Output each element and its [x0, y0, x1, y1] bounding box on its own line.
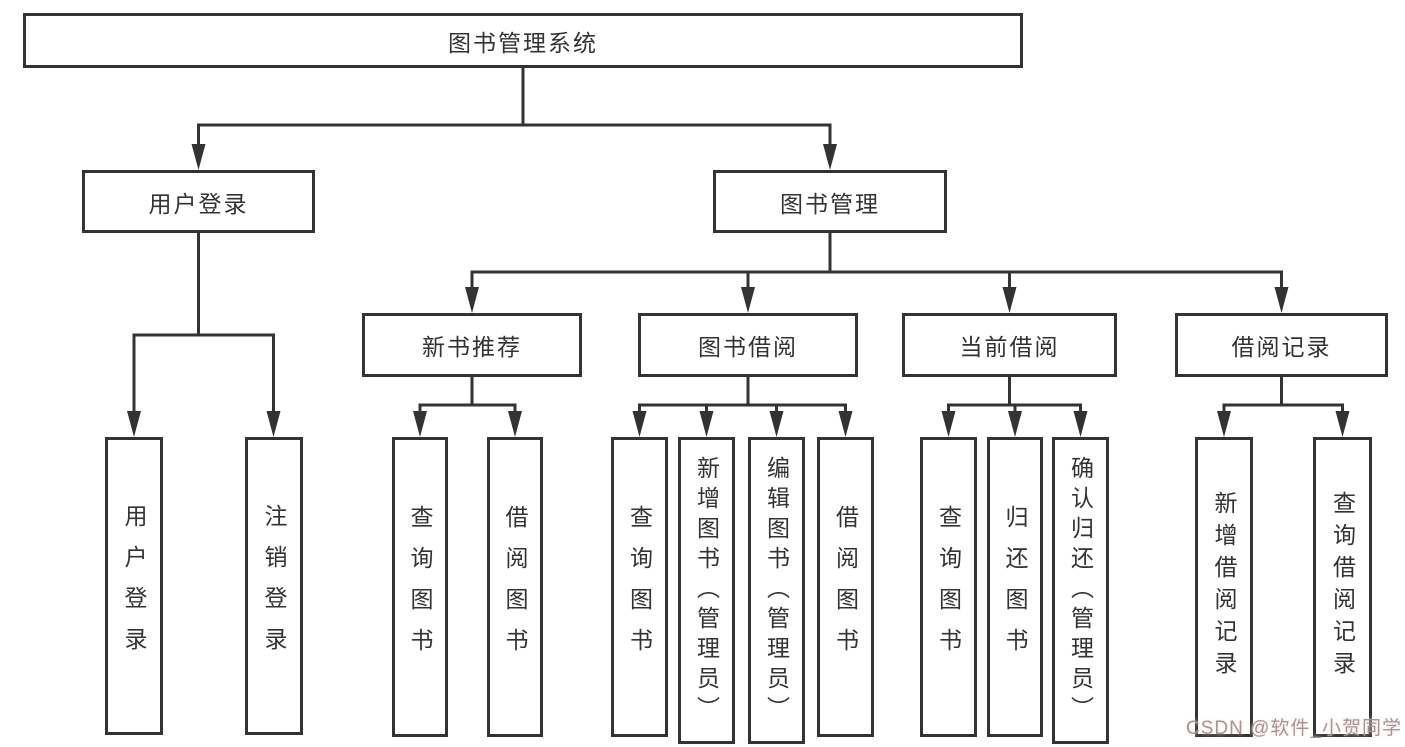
- leaf-label: 用户登录: [121, 504, 147, 668]
- node-book-management: 图书管理: [713, 170, 947, 233]
- leaf-add-borrow-record: 新增借阅记录: [1195, 437, 1253, 737]
- node-library-management-system: 图书管理系统: [23, 13, 1023, 68]
- leaf-label: 借阅图书: [502, 505, 528, 669]
- leaf-borrow-books: 借阅图书: [817, 437, 874, 737]
- leaf-label: 确认归还（管理员）: [1067, 455, 1094, 726]
- leaf-edit-book-admin: 编辑图书（管理员）: [748, 437, 805, 744]
- leaf-label: 编辑图书（管理员）: [763, 455, 790, 726]
- leaf-query-books-current: 查询图书: [920, 437, 977, 737]
- leaf-label: 查询借阅记录: [1329, 491, 1356, 683]
- csdn-watermark: CSDN @软件_小贺同学: [1186, 718, 1402, 739]
- leaf-return-book: 归还图书: [987, 437, 1043, 737]
- leaf-label: 借阅图书: [832, 505, 859, 669]
- leaf-borrow-books-recommend: 借阅图书: [487, 437, 543, 737]
- leaf-query-books-borrowing: 查询图书: [611, 437, 668, 737]
- leaf-label: 新增借阅记录: [1211, 491, 1237, 683]
- leaf-confirm-return-admin: 确认归还（管理员）: [1052, 437, 1109, 744]
- leaf-label: 注销登录: [261, 504, 287, 668]
- leaf-label: 查询图书: [626, 505, 653, 669]
- leaf-label: 查询图书: [935, 505, 962, 669]
- leaf-user-login: 用户登录: [105, 437, 163, 735]
- leaf-label: 查询图书: [407, 505, 433, 669]
- leaf-logout: 注销登录: [245, 437, 303, 735]
- leaf-query-books-recommend: 查询图书: [392, 437, 448, 737]
- leaf-label: 归还图书: [1002, 505, 1028, 669]
- node-new-book-recommendation: 新书推荐: [362, 313, 582, 377]
- leaf-query-borrow-record: 查询借阅记录: [1313, 437, 1372, 737]
- leaf-label: 新增图书（管理员）: [693, 455, 720, 726]
- node-current-borrowing: 当前借阅: [902, 313, 1117, 377]
- node-user-login: 用户登录: [82, 170, 315, 233]
- node-borrowing-records: 借阅记录: [1175, 313, 1388, 377]
- node-book-borrowing: 图书借阅: [638, 313, 858, 377]
- leaf-add-book-admin: 新增图书（管理员）: [678, 437, 735, 744]
